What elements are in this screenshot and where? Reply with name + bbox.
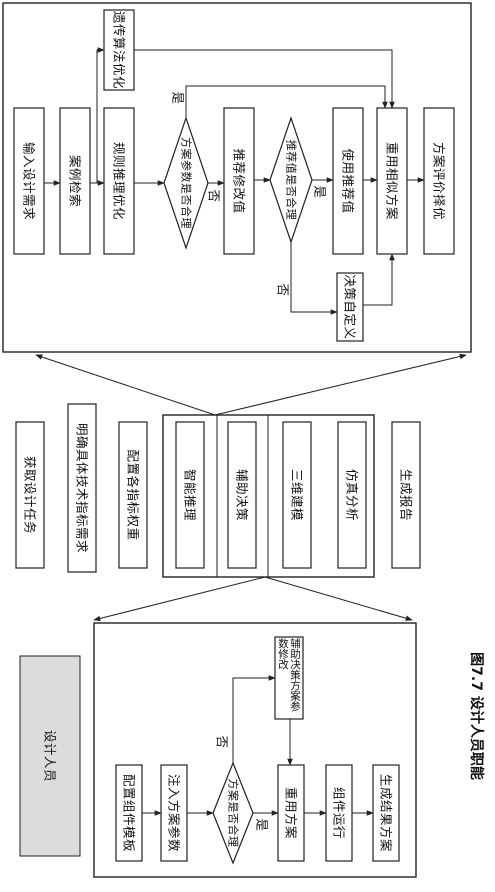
modeling-3d-label: 三维建模 <box>290 469 305 521</box>
specify-requirements-box <box>67 403 97 573</box>
case-retrieval-label: 案例检索 <box>68 155 83 207</box>
edge-custom-to-reuse <box>363 253 395 306</box>
recommend-no-label: 否 <box>276 283 291 296</box>
simulation-label: 仿真分析 <box>345 469 360 521</box>
aided-decision-label: 辅助决策 <box>235 469 250 521</box>
inject-params-box <box>160 764 188 862</box>
decision-custom-label: 决策自定义 <box>343 274 358 339</box>
edge-param-yes-to-reuse <box>185 85 388 118</box>
aided-decision-box <box>227 421 257 569</box>
report-label: 生成报告 <box>399 469 414 521</box>
obtain-task-box <box>15 421 45 569</box>
report-box <box>391 421 421 569</box>
evaluate-select-box <box>423 107 455 255</box>
input-requirements-label: 输入设计需求 <box>22 142 37 220</box>
plan-yes-label: 是 <box>255 818 270 831</box>
aided-modify-text-holder: 辅助决策方案参数修改 <box>277 638 301 712</box>
bottom-panel-frame <box>93 622 417 878</box>
edge-genetic-to-reuse <box>134 49 395 109</box>
generate-result-label: 生成结果方案 <box>379 774 394 852</box>
aided-modify-label: 辅助决策方案参数修改 <box>277 638 301 712</box>
smart-reasoning-label: 智能推理 <box>183 469 198 521</box>
aided-modify-box <box>274 636 304 720</box>
top-panel-frame <box>2 2 472 353</box>
edge-plan-no-to-modify <box>232 675 276 763</box>
modeling-3d-box <box>282 421 312 569</box>
edge-retrieval-to-genetic <box>96 47 105 183</box>
recommend-yes-label: 是 <box>313 185 328 198</box>
reuse-plan-label: 重用方案 <box>284 787 299 839</box>
recommend-modify-label: 推荐修改值 <box>232 148 247 213</box>
rule-reasoning-label: 规则推理优化 <box>112 142 127 220</box>
inject-params-label: 注入方案参数 <box>167 774 182 852</box>
reuse-similar-label: 重用相似方案 <box>385 142 400 220</box>
param-no-label: 否 <box>207 189 222 202</box>
configure-weights-label: 配置各指标权重 <box>126 449 141 540</box>
specify-requirements-label: 明确具体技术指标需求 <box>75 423 90 553</box>
param-reasonable-label: 方案参数是否合理 <box>180 137 194 229</box>
configure-template-label: 配置组件模板 <box>122 774 137 852</box>
designer-role-box <box>19 655 81 857</box>
input-requirements-box <box>13 107 45 255</box>
use-recommended-label: 使用推荐值 <box>341 148 356 213</box>
component-run-label: 组件运行 <box>332 787 347 839</box>
simulation-box <box>337 421 367 569</box>
smart-reasoning-box <box>175 421 205 569</box>
configure-weights-box <box>118 421 148 569</box>
evaluate-select-label: 方案评价择优 <box>432 142 447 220</box>
param-reasonable-diamond <box>163 116 209 250</box>
param-yes-label: 是 <box>171 91 186 104</box>
recommend-reasonable-label: 推荐值是否合理 <box>285 140 299 221</box>
edge-middle-to-top-left <box>35 354 216 416</box>
plan-no-label: 否 <box>215 735 230 748</box>
figure-caption: 图7.7 设计人员职能 <box>468 652 485 780</box>
genetic-optimization-label: 遗传算法优化 <box>112 11 127 89</box>
edge-middle-to-bottom-right <box>264 576 413 621</box>
plan-reasonable-diamond <box>212 761 254 865</box>
obtain-task-label: 获取设计任务 <box>23 456 38 534</box>
designer-role-label: 设计人员 <box>43 730 58 782</box>
edge-middle-to-top-right <box>214 353 467 416</box>
edge-recommend-no-to-custom <box>290 242 338 315</box>
use-recommended-box <box>332 107 364 255</box>
edge-middle-to-bottom-left <box>93 576 266 622</box>
decision-custom-box <box>336 272 364 342</box>
plan-reasonable-label: 方案是否合理 <box>227 779 241 848</box>
case-retrieval-box <box>59 107 91 255</box>
